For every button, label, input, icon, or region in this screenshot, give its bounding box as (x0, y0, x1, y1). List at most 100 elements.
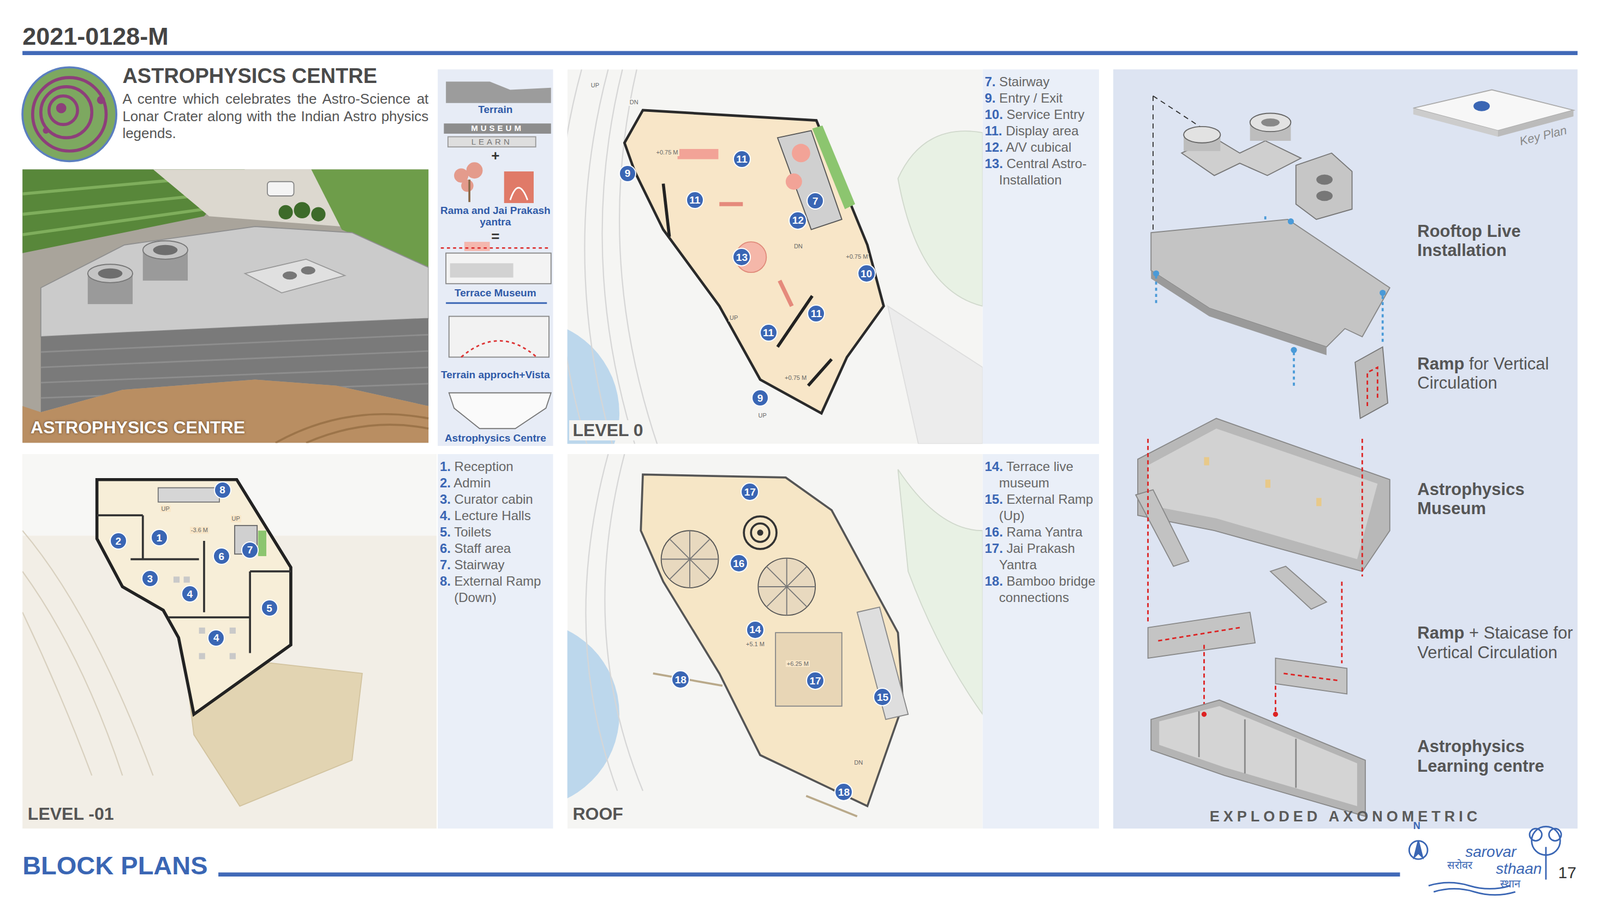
callout-number: 4 (213, 632, 220, 643)
centre-logo-part (22, 67, 117, 161)
exploded-axonometric-part (1113, 69, 1578, 829)
list-number: 14. (984, 458, 1003, 474)
level-0-plan-part (624, 110, 884, 414)
level-minus-1-plan-part (22, 454, 437, 829)
level-0-plan-part-part (602, 69, 636, 444)
callout-circle: 17 (740, 482, 760, 501)
exploded-axonometric-part-part (1290, 347, 1297, 354)
roof-plan-part (750, 523, 770, 542)
concept-sketches-part (445, 302, 547, 304)
plan-note: UP (589, 81, 601, 89)
roof-plan-part (743, 516, 777, 549)
concept-sketches-part (461, 179, 474, 192)
exploded-axonometric-part (1135, 489, 1189, 566)
render-image-part (311, 207, 326, 222)
legend-item: 16. Rama Yantra (984, 523, 1097, 541)
callout-number: 5 (266, 603, 273, 614)
callout-circle: 11 (732, 150, 751, 169)
callout-circle: 5 (260, 599, 279, 617)
list-number: 13. (984, 156, 1003, 171)
exploded-axonometric-part-part (1147, 438, 1149, 625)
concept-sketches-part (443, 123, 551, 134)
exploded-axonometric-part (1275, 658, 1347, 694)
exploded-axonometric-part-part (1273, 711, 1279, 717)
level-minus-1-plan-part-part (199, 653, 206, 660)
exploded-axonometric-part (1250, 113, 1292, 133)
plan-note: DN (792, 242, 804, 250)
roof-plan-part (757, 558, 816, 616)
list-number: 7. (439, 557, 451, 572)
layer-label: Ramp for Vertical Circulation (1417, 354, 1576, 393)
render-image-part (301, 266, 316, 275)
layer-label: Ramp + Staicase for Vertical Circulation (1417, 623, 1576, 662)
concept-symbol: = (437, 228, 553, 246)
plan-panel: ROOF17161418171518 (567, 454, 983, 829)
render-image-part (22, 169, 429, 443)
plan-note: DN (852, 759, 864, 767)
level-minus-1-plan-part-part (97, 514, 143, 517)
exploded-axonometric-part (1296, 152, 1353, 220)
level-minus-1-plan-part-part (248, 571, 252, 654)
legend-item: 1. Reception (439, 458, 552, 475)
exploded-axonometric-part-part (1381, 295, 1384, 342)
concept-sketches-part (466, 162, 483, 179)
exploded-axonometric-part (1354, 347, 1388, 419)
axonometric-panel: Key PlanRooftop Live InstallationRamp fo… (1113, 69, 1578, 829)
callout-number: 8 (219, 484, 226, 495)
legend-item: 13. Central Astro-Installation (984, 155, 1097, 189)
list-number: 6. (439, 540, 451, 556)
render-image-part (282, 271, 297, 280)
exploded-axonometric-part-part (1201, 711, 1207, 717)
callout-number: 11 (736, 153, 748, 165)
exploded-axonometric-part-part (1264, 216, 1267, 220)
render-image-part (22, 379, 429, 443)
callout-circle: 7 (241, 541, 259, 559)
exploded-axonometric-part-part (1157, 627, 1240, 641)
level-0-plan-part (898, 130, 983, 307)
level-minus-1-plan-part-part (141, 515, 145, 559)
roof-plan-part (756, 529, 763, 536)
concept-sketches-part (504, 171, 534, 204)
list-number: 15. (984, 491, 1003, 507)
level-minus-1-plan-part-part (199, 627, 206, 634)
list-number: 1. (439, 458, 451, 474)
exploded-axonometric-part (1316, 190, 1333, 202)
plan-note: +0.75 M (783, 374, 808, 382)
list-number: 5. (439, 524, 451, 540)
render-image (22, 169, 429, 443)
roof-plan-part (661, 530, 719, 588)
concept-sketches-part (445, 81, 552, 104)
logo-text: sthaan (1495, 860, 1542, 878)
level-0-plan-part (791, 144, 811, 163)
level-0-plan-part-part (567, 69, 588, 444)
exploded-axonometric-part (1148, 438, 1363, 715)
callout-circle: 18 (671, 670, 690, 689)
callout-circle: 7 (806, 192, 825, 210)
exploded-axonometric-part (1150, 270, 1327, 355)
callout-circle: 2 (109, 532, 128, 550)
render-image-part (267, 181, 295, 196)
list-number: 2. (439, 475, 451, 491)
concept-symbol: + (437, 147, 553, 165)
concept-sketches-part (510, 187, 528, 200)
legend-item: 5. Toilets (439, 523, 552, 541)
callout-circle: 11 (685, 190, 704, 210)
list-number: 11. (984, 123, 1002, 139)
footer-logo-part (1433, 888, 1516, 895)
exploded-axonometric-part-part (1153, 270, 1160, 277)
legend-item: 6. Staff area (439, 540, 552, 557)
callout-number: 1 (156, 532, 163, 543)
render-image-part (294, 201, 311, 219)
legend-item: 14. Terrace live museum (984, 458, 1097, 492)
legend-item: 2. Admin (439, 474, 552, 492)
list-number: 16. (984, 524, 1003, 540)
exploded-axonometric-part (1473, 100, 1490, 112)
callout-number: 10 (860, 268, 873, 279)
concept-sketches-part (461, 340, 537, 357)
callout-circle: 14 (745, 620, 765, 640)
roof-plan-part-part (669, 538, 711, 580)
level-0-plan (567, 69, 983, 444)
exploded-axonometric-part-part (1287, 218, 1294, 225)
level-minus-1-plan-part (97, 515, 291, 653)
level-minus-1-plan-part-part (130, 558, 199, 561)
